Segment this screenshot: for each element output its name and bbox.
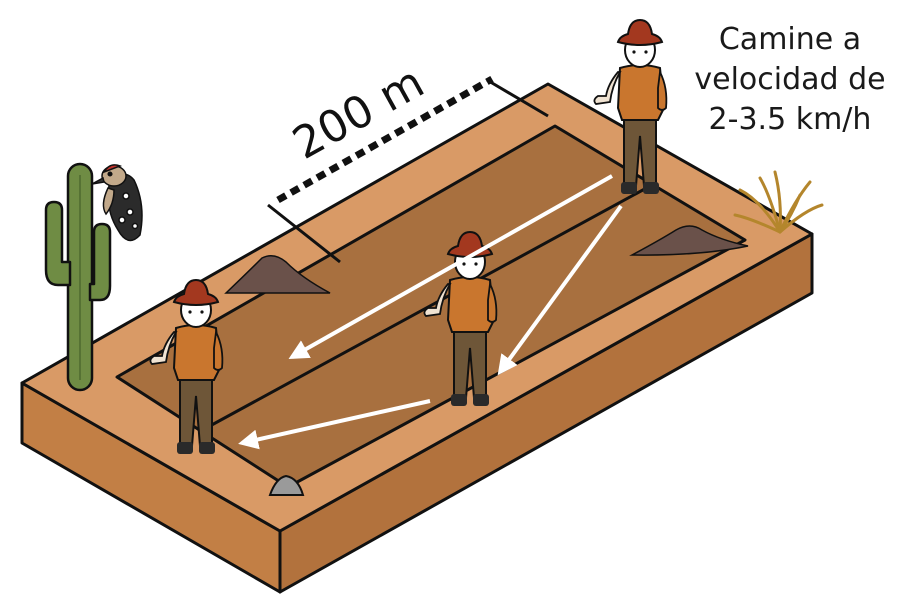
plot-platform (22, 84, 812, 592)
caption-line-3: 2-3.5 km/h (690, 100, 890, 140)
caption-line-1: Camine a (690, 20, 890, 60)
walking-speed-caption: Camine a velocidad de 2-3.5 km/h (690, 20, 890, 140)
caption-line-2: velocidad de (690, 60, 890, 100)
